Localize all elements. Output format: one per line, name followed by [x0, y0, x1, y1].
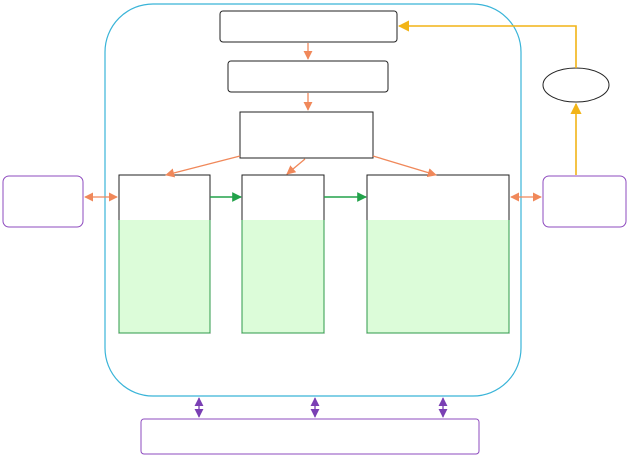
second-box-node — [227, 60, 389, 93]
left-external-node — [2, 175, 84, 228]
column-middle-node — [241, 174, 325, 334]
bottom-box-node — [140, 418, 480, 455]
column-left-node — [118, 174, 211, 334]
top-box-node — [219, 10, 398, 43]
column-right-node — [366, 174, 510, 334]
arrow-third-to-middle-column — [286, 158, 306, 175]
oval-node — [542, 67, 610, 103]
right-external-node — [542, 175, 627, 228]
third-box-node — [239, 111, 374, 159]
arrow-third-to-right-column — [372, 155, 437, 177]
arrow-third-to-left-column — [165, 155, 241, 178]
arrow-oval-to-top-box — [397, 20, 577, 68]
